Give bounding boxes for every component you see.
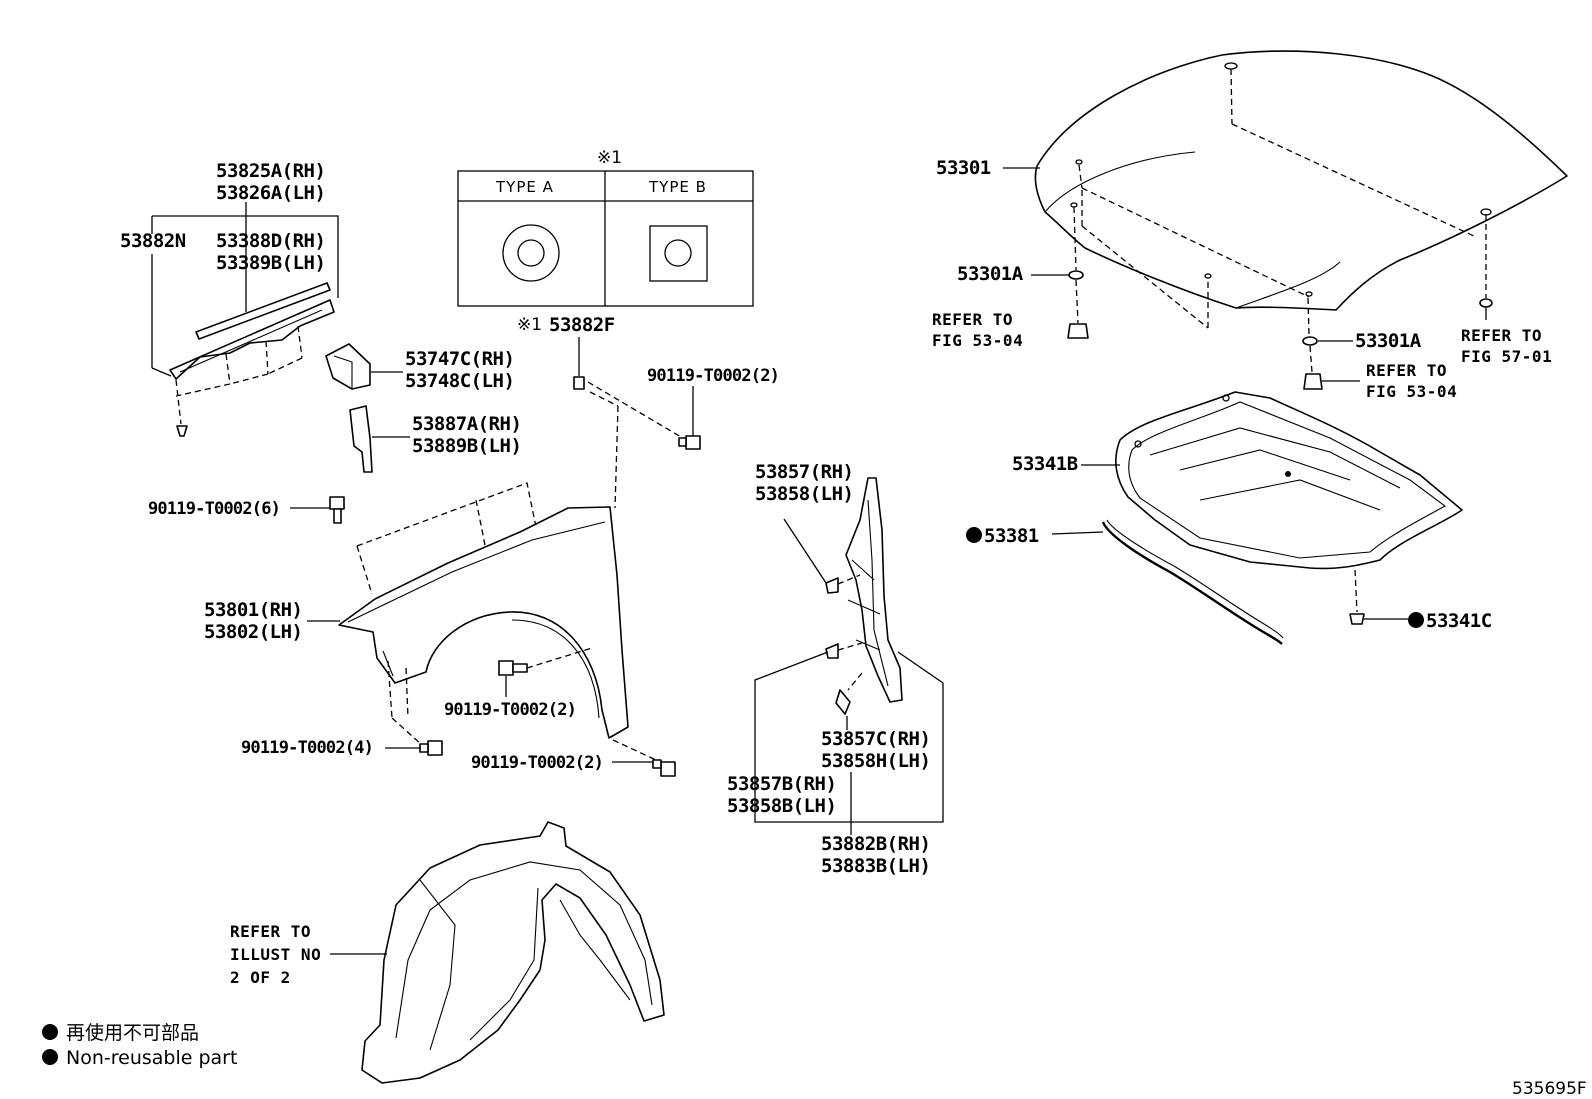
label-53381: 53381 [984, 525, 1039, 547]
cowl-seal-group: 53825A(RH) 53826A(LH) 53882N 53388D(RH) … [120, 160, 339, 437]
label-53858: 53858(LH) [755, 483, 853, 505]
type-b-header: TYPE B [648, 178, 707, 196]
label-90119-2a: 90119-T0002(2) [647, 366, 779, 386]
label-53857B: 53857B(RH) [727, 773, 836, 795]
label-53882F: 53882F [549, 314, 615, 336]
bumper-right-icon [1303, 373, 1323, 390]
fender-seal-group: 53857(RH) 53858(LH) 53857C(RH) 53858H(LH… [727, 461, 944, 877]
hood-stop-57-01-icon [1479, 298, 1493, 308]
label-53889B: 53889B(LH) [412, 435, 521, 457]
hood-panel-icon [1034, 50, 1568, 311]
fender-liner-icon [361, 821, 665, 1084]
ref-53-04-right-line1: REFER TO [1366, 361, 1447, 380]
label-53801: 53801(RH) [204, 599, 302, 621]
clip-53857-upper-icon [825, 577, 839, 594]
front-fender-icon [338, 506, 629, 739]
label-53858B: 53858B(LH) [727, 795, 836, 817]
type-a-header: TYPE A [495, 178, 554, 196]
label-53389B: 53389B(LH) [216, 252, 325, 274]
label-53882B: 53882B(RH) [821, 833, 930, 855]
hood-group: 53301 53301A REFER TO FIG 53-04 53301A R… [932, 50, 1568, 401]
hood-seal-group: 53381 [966, 519, 1284, 645]
ref-illust-line1: REFER TO [230, 922, 311, 941]
fender-group: 90119-T0002(6) 90119-T0002(2) 53801(RH) … [148, 366, 780, 777]
label-53857: 53857(RH) [755, 461, 853, 483]
legend-dot-jp-icon [42, 1024, 58, 1040]
label-53826A: 53826A(LH) [216, 182, 325, 204]
cushion-53301A-left-icon [1068, 270, 1084, 280]
bracket-53747C-icon [325, 343, 371, 390]
label-53748C: 53748C(LH) [405, 370, 514, 392]
label-53858H: 53858H(LH) [821, 750, 930, 772]
bolt-90119-2b-icon [498, 660, 528, 676]
ref-57-01-line1: REFER TO [1461, 326, 1542, 345]
label-53802: 53802(LH) [204, 621, 302, 643]
seal-53887A-group: 53887A(RH) 53889B(LH) [349, 405, 522, 473]
bolt-90119-2c-icon [652, 759, 676, 777]
label-90119-6: 90119-T0002(6) [148, 499, 280, 519]
label-53341C: 53341C [1426, 610, 1492, 632]
label-53388D: 53388D(RH) [216, 230, 325, 252]
ref-illust-line3: 2 OF 2 [230, 968, 291, 987]
bumper-left-icon [1067, 323, 1089, 339]
label-53825A: 53825A(RH) [216, 160, 325, 182]
fender-liner-group: REFER TO ILLUST NO 2 OF 2 [230, 821, 665, 1084]
hood-insulator-icon [1115, 391, 1463, 570]
windshield-seal-strip-icon [195, 282, 331, 340]
legend-dot-en-icon [42, 1049, 58, 1065]
seal-53887A-icon [349, 405, 373, 473]
seal-53857C-icon [835, 689, 851, 715]
hood-insulator-group: 53341B 53341C [1012, 391, 1492, 632]
clip-53857-lower-icon [825, 643, 839, 659]
ref-53-04-left-line1: REFER TO [932, 310, 1013, 329]
non-reusable-53381-icon [966, 527, 982, 543]
label-53883B: 53883B(LH) [821, 855, 930, 877]
type-a-washer-icon [502, 224, 560, 282]
ref-53-04-right-line2: FIG 53-04 [1366, 382, 1457, 401]
cushion-53301A-right-icon [1302, 336, 1318, 346]
type-box: ※1 TYPE A TYPE B ※1 53882F [457, 148, 754, 390]
ref-57-01-line2: FIG 57-01 [1461, 347, 1552, 366]
bracket-53747C-group: 53747C(RH) 53748C(LH) [325, 343, 515, 392]
label-53301A-left: 53301A [957, 263, 1024, 285]
ref-53-04-left-line2: FIG 53-04 [932, 331, 1023, 350]
label-53301: 53301 [936, 157, 991, 179]
label-53887A: 53887A(RH) [412, 413, 521, 435]
bolt-90119-2a-icon [678, 435, 701, 450]
label-53301A-right: 53301A [1355, 330, 1422, 352]
legend: 再使用不可部品 Non-reusable part [42, 1022, 237, 1069]
legend-en: Non-reusable part [66, 1047, 237, 1069]
legend-jp: 再使用不可部品 [66, 1022, 199, 1044]
bolt-90119-4-icon [419, 740, 443, 756]
label-90119-2c: 90119-T0002(2) [471, 753, 603, 773]
clip-53882F-icon [573, 376, 585, 390]
diagram-code: 535695F [1512, 1079, 1587, 1099]
label-53857C: 53857C(RH) [821, 728, 930, 750]
clip-53341C-icon [1349, 613, 1365, 625]
label-53882N: 53882N [120, 230, 186, 252]
type-b-square-washer-icon [649, 225, 708, 282]
clip-53882N-icon [176, 425, 188, 437]
bolt-90119-6-icon [329, 496, 345, 524]
label-90119-4: 90119-T0002(4) [241, 738, 373, 758]
label-90119-2b: 90119-T0002(2) [444, 700, 576, 720]
ref-illust-line2: ILLUST NO [230, 945, 321, 964]
fender-seal-53857-icon [845, 477, 903, 703]
type-box-marker: ※1 [597, 148, 622, 168]
label-53341B: 53341B [1012, 453, 1078, 475]
note-marker: ※1 [517, 315, 542, 335]
non-reusable-53341C-icon [1408, 612, 1424, 628]
label-53747C: 53747C(RH) [405, 348, 514, 370]
